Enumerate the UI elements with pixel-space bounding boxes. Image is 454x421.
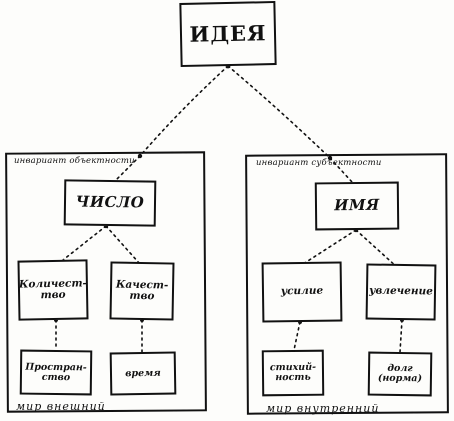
node-kachestvo-label: Качест- тво — [115, 278, 169, 303]
node-kolichestvo-label: Количест- тво — [18, 277, 87, 302]
node-uvlechenie: увлечение — [365, 263, 437, 321]
left-world-caption: мир внешний — [16, 400, 106, 413]
connector-imya-to-usilie — [299, 229, 357, 267]
connector-left-frame-to-chislo — [115, 155, 141, 181]
connector-uvlechenie-to-dolg — [399, 319, 403, 353]
node-imya-label: ИМЯ — [334, 195, 380, 215]
node-stihijnost: стихий- ность — [261, 349, 325, 397]
left-frame-caption: инвариант объектности — [14, 156, 135, 166]
node-vremya-label: время — [125, 367, 161, 379]
node-idea: ИДЕЯ — [179, 1, 277, 67]
node-chislo-label: ЧИСЛО — [75, 192, 145, 212]
node-vremya: время — [109, 351, 177, 396]
connector-idea-to-right-frame — [227, 65, 331, 159]
node-chislo: ЧИСЛО — [63, 179, 157, 227]
connector-chislo-to-kolichestvo — [57, 225, 107, 265]
node-prostranstvo-label: Простран- ство — [25, 361, 87, 383]
right-frame-caption: инвариант субъектности — [256, 158, 382, 168]
node-stihijnost-label: стихий- ность — [269, 361, 317, 384]
junction-dot — [137, 153, 143, 159]
node-dolg-label: долг (норма) — [377, 362, 423, 385]
node-prostranstvo: Простран- ство — [19, 349, 93, 396]
node-dolg: долг (норма) — [367, 351, 433, 397]
connector-idea-to-left-frame — [139, 65, 229, 157]
node-kolichestvo: Количест- тво — [17, 259, 89, 321]
node-imya: ИМЯ — [314, 181, 400, 231]
connector-usilie-to-stihijnost — [293, 321, 301, 351]
node-usilie-label: усилие — [280, 285, 324, 298]
node-idea-label: ИДЕЯ — [189, 20, 267, 47]
right-world-caption: мир внутренний — [266, 402, 380, 415]
junction-dot — [327, 155, 333, 161]
connector-right-frame-to-imya — [329, 157, 353, 183]
node-uvlechenie-label: увлечение — [369, 284, 433, 298]
node-kachestvo: Качест- тво — [109, 261, 175, 321]
connector-chislo-to-kachestvo — [105, 225, 141, 265]
node-usilie: усилие — [261, 261, 343, 323]
